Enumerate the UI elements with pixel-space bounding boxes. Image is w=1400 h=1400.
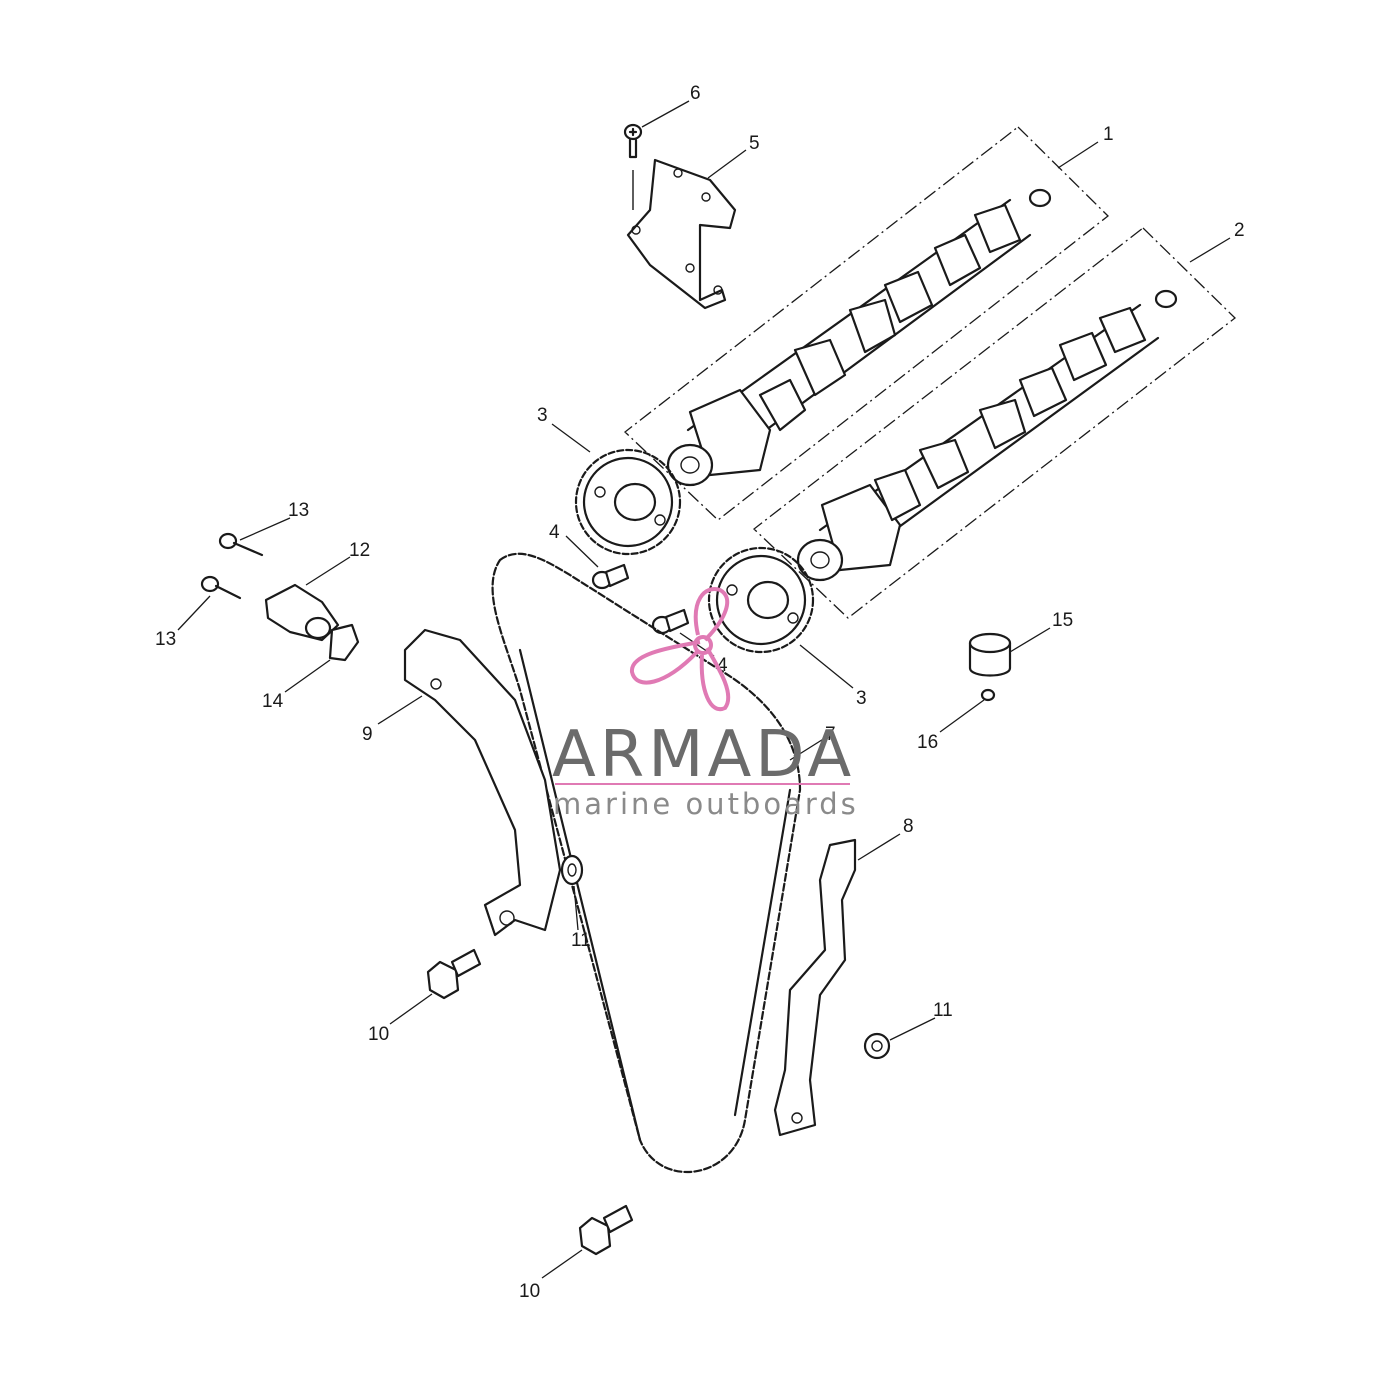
washer-right-hole (871, 1040, 883, 1052)
camshaft-2-frame (753, 227, 1236, 619)
callout-9: 9 (362, 724, 373, 745)
callout-4-upper: 4 (549, 522, 560, 543)
armada-tagline: marine outboards (553, 787, 859, 821)
callout-8: 8 (903, 816, 914, 837)
armada-brand-name: ARMADA (552, 718, 855, 792)
callout-1: 1 (1103, 124, 1114, 145)
bracket-screw (623, 123, 643, 210)
washer-left-hole (567, 863, 577, 877)
callout-13-lower: 13 (155, 629, 176, 650)
tensioner-bolt-upper (218, 532, 264, 557)
callout-14: 14 (262, 691, 284, 712)
chain-tensioner (264, 583, 340, 642)
callout-3-upper: 3 (537, 405, 548, 426)
callout-10-lower: 10 (519, 1281, 540, 1302)
callout-3-lower: 3 (856, 688, 867, 709)
washer-left (560, 854, 584, 886)
sprocket-lower (707, 546, 815, 654)
guide-bolt-upper (426, 948, 482, 1000)
armada-watermark: ARMADA marine outboards (552, 587, 859, 821)
callout-12: 12 (349, 540, 370, 561)
camshaft-1-frame (624, 126, 1109, 521)
callout-6: 6 (690, 83, 701, 104)
chain-guide-left (403, 628, 562, 937)
camshaft-2 (796, 289, 1178, 582)
callout-11-left: 11 (571, 930, 591, 951)
camshaft-1 (666, 188, 1052, 487)
callout-13-upper: 13 (288, 500, 309, 521)
sprocket-bolt-upper (591, 563, 630, 590)
callout-11-right: 11 (933, 1000, 953, 1021)
valve-shim (980, 688, 996, 702)
tensioner-bolt-lower (200, 575, 242, 600)
armada-propeller-logo (630, 587, 731, 712)
callout-16: 16 (917, 732, 938, 753)
sprocket-upper (574, 448, 682, 556)
washer-right (863, 1032, 891, 1060)
tensioner-gasket (328, 623, 360, 662)
chain-guide-right (773, 838, 857, 1137)
callout-5: 5 (749, 133, 760, 154)
callout-2: 2 (1234, 220, 1245, 241)
callout-7: 7 (825, 724, 836, 745)
callout-4-lower: 4 (717, 655, 728, 676)
chain-guide-bracket (626, 158, 737, 310)
callout-10-upper: 10 (368, 1024, 389, 1045)
callout-15: 15 (1052, 610, 1073, 631)
guide-bolt-lower (578, 1204, 634, 1256)
valve-lifter (968, 632, 1012, 677)
timing-chain (491, 552, 802, 1174)
sprocket-bolt-lower (651, 608, 690, 635)
